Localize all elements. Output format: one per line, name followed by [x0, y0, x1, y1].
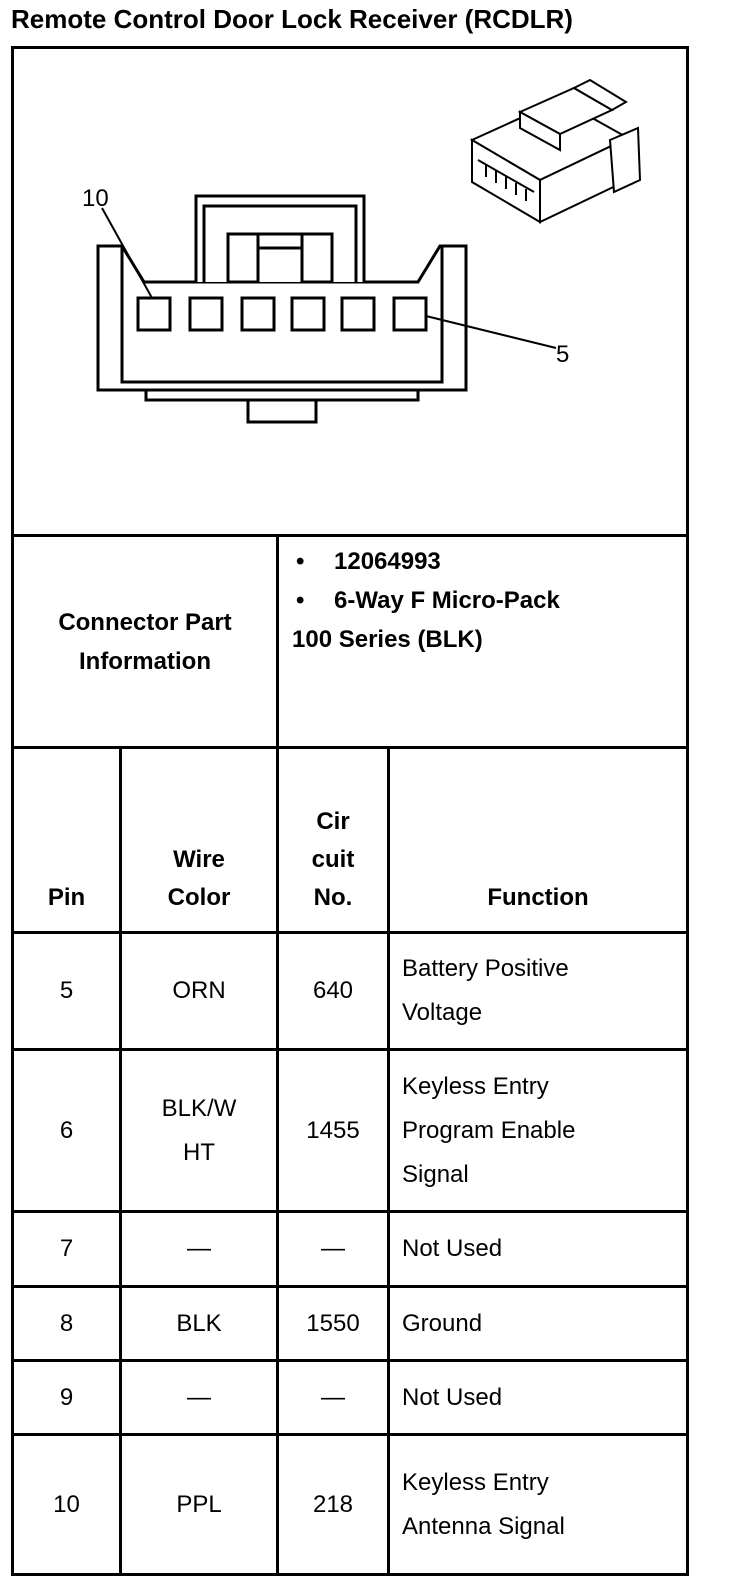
cell-function: Ground: [390, 1288, 686, 1359]
cell-function: Not Used: [390, 1362, 686, 1433]
cavity-10: [136, 296, 172, 332]
cell-wire-color: —: [122, 1213, 276, 1285]
header-circuit-line3: No.: [313, 884, 353, 911]
cell-function-line: Signal: [402, 1160, 469, 1188]
cell-circuit: 1550: [306, 1309, 360, 1337]
cell-circuit: —: [321, 1235, 345, 1262]
header-pin: Pin: [14, 749, 119, 931]
cavity-7: [290, 296, 326, 332]
cell-wire-line: —: [187, 1235, 211, 1262]
cell-pin: 6: [59, 1116, 74, 1144]
rule-diagram-bottom: [11, 534, 689, 537]
cell-pin: 10: [53, 1490, 80, 1518]
part-number: 12064993: [334, 548, 441, 575]
cavity-5: [392, 296, 428, 332]
cell-wire-color: BLK: [122, 1288, 276, 1359]
header-wire-color: Wire Color: [122, 749, 276, 931]
header-circuit-line1: Cir: [316, 808, 350, 835]
cell-wire-line: PPL: [176, 1490, 222, 1518]
cell-wire-line: HT: [183, 1138, 215, 1166]
callout-leader-5: [425, 315, 557, 349]
header-circuit-line2: cuit: [311, 846, 355, 873]
cell-pin: 9: [59, 1383, 74, 1411]
rule-col-function-left: [387, 746, 390, 1576]
connector-face: [96, 194, 468, 424]
rule-col-circuit-left: [276, 534, 279, 1576]
connector-info-label: Connector Part Information: [14, 537, 276, 746]
header-wire-line1: Wire: [173, 846, 225, 873]
header-circuit: Cir cuit No.: [279, 749, 387, 931]
cell-wire-color: —: [122, 1362, 276, 1433]
cell-wire-line: ORN: [172, 977, 226, 1004]
cell-function-line: Antenna Signal: [402, 1512, 565, 1540]
connector-table-frame: [11, 46, 689, 1576]
cell-circuit: 640: [312, 977, 354, 1004]
cell-function-line: Keyless Entry: [402, 1468, 549, 1496]
connector-info-bullet: •12064993: [292, 542, 682, 581]
connector-info-label-line2: Information: [78, 647, 211, 675]
cell-pin: 8: [59, 1309, 74, 1337]
rule-header-bottom: [11, 931, 689, 934]
callout-label-10: 10: [82, 185, 109, 212]
connector-info-bullet: •6-Way F Micro-Pack: [292, 581, 682, 620]
cell-function-line: Not Used: [402, 1383, 503, 1411]
cell-wire-color: ORN: [122, 934, 276, 1048]
header-wire-line2: Color: [167, 884, 231, 911]
rule-info-bottom: [11, 746, 689, 749]
connector-info-values: •12064993 •6-Way F Micro-Pack 100 Series…: [292, 542, 682, 659]
cell-function-line: Keyless Entry: [402, 1072, 549, 1100]
cell-function-line: Ground: [402, 1309, 483, 1337]
cell-function-line: Battery Positive: [402, 955, 569, 982]
rule-row-4: [11, 1359, 689, 1362]
rule-row-5: [11, 1433, 689, 1436]
header-function: Function: [390, 749, 686, 931]
pin-cavities: [136, 296, 428, 332]
page-title: Remote Control Door Lock Receiver (RCDLR…: [11, 4, 573, 34]
cavity-9: [188, 296, 224, 332]
cell-circuit: 1455: [306, 1116, 360, 1144]
connector-series: 100 Series (BLK): [292, 626, 483, 653]
cavity-6: [340, 296, 376, 332]
cell-wire-line: BLK: [176, 1309, 222, 1337]
cell-function: Battery Positive Voltage: [390, 934, 686, 1048]
cell-wire-color: PPL: [122, 1436, 276, 1573]
cell-function: Keyless Entry Antenna Signal: [390, 1436, 686, 1573]
callout-label-5: 5: [556, 341, 569, 368]
cell-function-line: Voltage: [402, 999, 483, 1026]
connector-type: 6-Way F Micro-Pack: [334, 587, 560, 614]
rule-row-3: [11, 1285, 689, 1288]
cell-pin: 5: [59, 977, 74, 1004]
cell-circuit: —: [321, 1383, 345, 1411]
callout-leader-10: [101, 207, 153, 299]
cell-function: Keyless Entry Program Enable Signal: [390, 1051, 686, 1210]
cell-circuit: 218: [312, 1490, 354, 1518]
rule-col-wire-left: [119, 746, 122, 1576]
cell-wire-line: —: [187, 1383, 211, 1411]
cell-function-line: Not Used: [402, 1235, 503, 1262]
cell-function: Not Used: [390, 1213, 686, 1285]
connector-diagram: 10 5: [82, 78, 642, 424]
cell-pin: 7: [59, 1235, 74, 1262]
rule-row-1: [11, 1048, 689, 1051]
rule-row-2: [11, 1210, 689, 1213]
header-pin-text: Pin: [47, 884, 86, 911]
cell-wire-line: BLK/W: [161, 1094, 237, 1122]
cell-wire-color: BLK/W HT: [122, 1051, 276, 1210]
cell-function-line: Program Enable: [402, 1116, 576, 1144]
header-function-text: Function: [487, 884, 589, 911]
connector-info-label-line1: Connector Part: [58, 608, 232, 636]
connector-isometric-icon: [469, 78, 642, 224]
cavity-8: [240, 296, 276, 332]
